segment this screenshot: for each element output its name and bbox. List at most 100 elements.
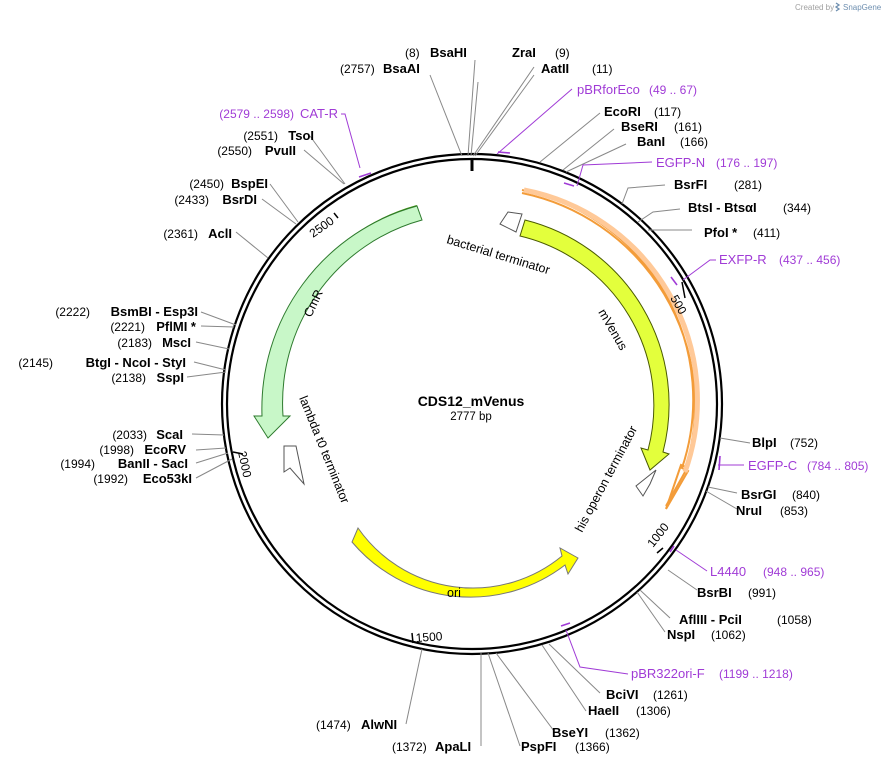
site-nspi: NspI (1062) <box>667 627 746 642</box>
svg-text:(1992): (1992) <box>93 472 128 486</box>
svg-text:(991): (991) <box>748 586 776 600</box>
svg-text:AatII: AatII <box>541 61 569 76</box>
feature-cmr <box>253 205 423 439</box>
snapgene-logo-icon <box>834 2 841 12</box>
svg-text:MscI: MscI <box>162 335 191 350</box>
svg-text:(2145): (2145) <box>18 356 53 370</box>
svg-text:BciVI: BciVI <box>606 687 639 702</box>
site-bsrfi: BsrFI (281) <box>674 177 762 192</box>
site-bspei: (2450) BspEI <box>189 176 268 191</box>
site-afliii: AflIII - PciI (1058) <box>679 612 812 627</box>
feature-mvenus <box>519 219 671 471</box>
feature-his-operon-terminator <box>635 469 657 497</box>
svg-text:EXFP-R: EXFP-R <box>719 252 767 267</box>
site-msci: (2183) MscI <box>117 335 191 350</box>
feature-label-ori: ori <box>447 586 461 600</box>
primer-l4440: L4440 (948 .. 965) <box>710 564 824 579</box>
svg-text:BtsI - BtsαI: BtsI - BtsαI <box>688 200 757 215</box>
site-ecori: EcoRI (117) <box>604 104 681 119</box>
svg-text:(1474): (1474) <box>316 718 351 732</box>
svg-text:ScaI: ScaI <box>156 427 183 442</box>
site-sspi: (2138) SspI <box>111 370 184 385</box>
svg-text:(11): (11) <box>592 62 612 76</box>
svg-text:(49 .. 67): (49 .. 67) <box>649 83 697 97</box>
site-ecorv: (1998) EcoRV <box>99 442 186 457</box>
site-bseri: BseRI (161) <box>621 119 702 134</box>
feature-bacterial-terminator <box>499 211 523 233</box>
primer-exfp-r: EXFP-R (437 .. 456) <box>719 252 840 267</box>
site-haeii: HaeII (1306) <box>588 703 671 718</box>
svg-text:BsmBI - Esp3I: BsmBI - Esp3I <box>111 304 198 319</box>
site-bsrdi: (2433) BsrDI <box>174 192 257 207</box>
site-pfoi: PfoI * (411) <box>704 225 780 240</box>
svg-text:BsaHI: BsaHI <box>430 45 467 60</box>
svg-text:BsrFI: BsrFI <box>674 177 707 192</box>
svg-text:BsrBI: BsrBI <box>697 585 732 600</box>
map-title: CDS12_mVenus <box>418 393 525 409</box>
primer-egfp-n: EGFP-N (176 .. 197) <box>656 155 777 170</box>
svg-text:BsrDI: BsrDI <box>222 192 257 207</box>
feature-label-lambda-t0-terminator: lambda t0 terminator <box>296 394 352 506</box>
svg-text:(752): (752) <box>790 436 818 450</box>
svg-text:EGFP-C: EGFP-C <box>748 458 797 473</box>
ruler-tick-2500: 2500 <box>307 212 339 240</box>
svg-text:BseYI: BseYI <box>552 725 588 740</box>
svg-text:PfoI *: PfoI * <box>704 225 738 240</box>
site-btgi-ncoi-styi: (2145) BtgI - NcoI - StyI <box>18 355 186 370</box>
site-pvuii: (2550) PvuII <box>217 143 296 158</box>
feature-label-mvenus: mVenus <box>595 307 630 353</box>
svg-text:TsoI: TsoI <box>288 128 314 143</box>
site-alwni: (1474) AlwNI <box>316 717 397 732</box>
site-pflmi: (2221) PflMI * <box>110 319 197 334</box>
svg-text:(2138): (2138) <box>111 371 146 385</box>
svg-text:(1058): (1058) <box>777 613 812 627</box>
svg-text:(840): (840) <box>792 488 820 502</box>
svg-text:(2361): (2361) <box>163 227 198 241</box>
svg-text:NruI: NruI <box>736 503 762 518</box>
ruler-tick-2000: 2000 <box>232 450 254 479</box>
primer-leader-lines <box>341 88 744 675</box>
feature-exfp-fill <box>523 187 700 473</box>
site-pspfi: PspFI (1366) <box>521 739 610 754</box>
site-bani: BanI (166) <box>637 134 708 149</box>
svg-text:PvuII: PvuII <box>265 143 296 158</box>
svg-text:(9): (9) <box>555 46 570 60</box>
site-tsoi: (2551) TsoI <box>243 128 314 143</box>
svg-text:(784 .. 805): (784 .. 805) <box>807 459 868 473</box>
svg-text:PflMI *: PflMI * <box>156 319 197 334</box>
feature-exfp-arrowhead <box>665 471 686 507</box>
site-acli: (2361) AclI <box>163 226 232 241</box>
svg-text:AflIII - PciI: AflIII - PciI <box>679 612 742 627</box>
primer-marks <box>358 151 721 627</box>
svg-text:(2551): (2551) <box>243 129 278 143</box>
primer-cat-r: (2579 .. 2598) CAT-R <box>219 106 338 121</box>
primer-pbrforeco: pBRforEco (49 .. 67) <box>577 82 697 97</box>
site-zrai: ZraI (9) <box>512 45 570 60</box>
feature-ori <box>351 526 579 598</box>
svg-text:(437 .. 456): (437 .. 456) <box>779 253 840 267</box>
leader-lines <box>186 59 751 747</box>
svg-text:(8): (8) <box>405 46 420 60</box>
svg-text:1000: 1000 <box>644 520 672 550</box>
svg-text:(344): (344) <box>783 201 811 215</box>
svg-text:(1062): (1062) <box>711 628 746 642</box>
feature-exfp-band <box>521 189 696 510</box>
svg-text:(2033): (2033) <box>112 428 147 442</box>
svg-text:PspFI: PspFI <box>521 739 556 754</box>
svg-text:pBR322ori-F: pBR322ori-F <box>631 666 705 681</box>
svg-text:L4440: L4440 <box>710 564 746 579</box>
svg-text:(2450): (2450) <box>189 177 224 191</box>
site-aatii: AatII (11) <box>541 61 612 76</box>
svg-text:ApaLI: ApaLI <box>435 739 471 754</box>
svg-text:(2221): (2221) <box>110 320 145 334</box>
svg-text:EGFP-N: EGFP-N <box>656 155 705 170</box>
svg-text:(1366): (1366) <box>575 740 610 754</box>
svg-text:(161): (161) <box>674 120 702 134</box>
site-nrui: NruI (853) <box>736 503 808 518</box>
svg-text:ZraI: ZraI <box>512 45 536 60</box>
svg-text:Eco53kI: Eco53kI <box>143 471 192 486</box>
svg-text:CAT-R: CAT-R <box>300 106 338 121</box>
svg-text:(2222): (2222) <box>55 305 90 319</box>
